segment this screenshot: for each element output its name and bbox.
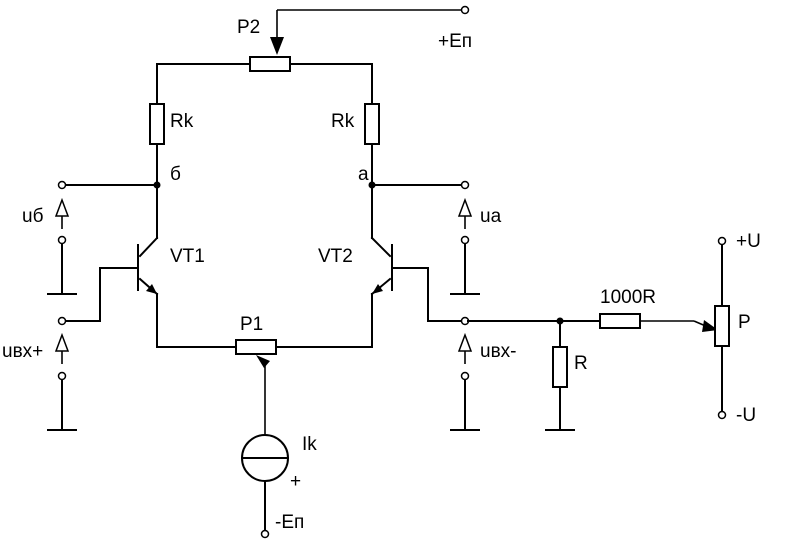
terminal-in-plus-ground bbox=[57, 371, 67, 381]
label-ua: ua bbox=[480, 206, 502, 227]
terminal-ep-plus bbox=[460, 5, 470, 15]
output-a-wire bbox=[368, 181, 463, 189]
rk-right-resistor bbox=[364, 63, 380, 239]
terminal-u-plus bbox=[717, 236, 727, 246]
label-vt2: VT2 bbox=[318, 246, 353, 267]
label-r: R bbox=[574, 353, 588, 374]
label-p1: P1 bbox=[240, 314, 263, 335]
ua-voltage-arrow bbox=[457, 197, 473, 229]
terminal-b-ground bbox=[57, 235, 67, 245]
terminal-in-minus-ground bbox=[460, 371, 470, 381]
p2-potentiometer bbox=[156, 9, 462, 72]
rk-left-resistor bbox=[149, 63, 165, 239]
terminal-a-ground bbox=[460, 235, 470, 245]
label-ub: uб bbox=[22, 206, 44, 227]
terminal-ep-minus bbox=[260, 529, 270, 539]
terminal-a bbox=[460, 180, 470, 190]
uin-plus-arrow bbox=[54, 332, 70, 364]
label-ik: Ik bbox=[302, 434, 317, 455]
label-ep-plus: +Eп bbox=[438, 31, 472, 52]
label-plus-sign: + bbox=[290, 471, 301, 492]
ground-ua bbox=[450, 243, 480, 295]
label-rk-right: Rk bbox=[331, 111, 355, 132]
label-node-a: а bbox=[358, 164, 369, 185]
label-p2: P2 bbox=[237, 17, 260, 38]
ub-voltage-arrow bbox=[54, 197, 70, 229]
label-u-plus: +U bbox=[736, 231, 761, 252]
resistor-1000r bbox=[599, 313, 718, 332]
label-rk-left: Rk bbox=[170, 111, 194, 132]
uin-minus-arrow bbox=[457, 332, 473, 364]
transistor-vt2 bbox=[370, 236, 463, 348]
current-source-ik bbox=[241, 434, 289, 531]
terminal-in-plus bbox=[57, 316, 67, 326]
p1-potentiometer bbox=[156, 339, 373, 436]
label-node-b: б bbox=[170, 164, 181, 185]
label-vt1: VT1 bbox=[170, 246, 205, 267]
label-1000r: 1000R bbox=[600, 287, 656, 308]
label-ep-minus: -Eп bbox=[275, 512, 304, 533]
divider-wire bbox=[467, 317, 601, 325]
resistor-r bbox=[545, 320, 575, 431]
ground-ub bbox=[47, 243, 77, 295]
label-uin-plus: uвх+ bbox=[2, 341, 43, 362]
output-b-wire bbox=[64, 181, 161, 189]
potentiometer-p bbox=[714, 244, 730, 412]
transistor-vt1 bbox=[64, 236, 159, 348]
label-p: P bbox=[738, 312, 751, 333]
label-uin-minus: uвх- bbox=[480, 341, 517, 362]
label-u-minus: -U bbox=[736, 405, 756, 426]
terminal-b bbox=[57, 180, 67, 190]
ground-in-plus bbox=[47, 379, 77, 431]
terminal-u-minus bbox=[717, 410, 727, 420]
ground-in-minus bbox=[450, 379, 480, 431]
